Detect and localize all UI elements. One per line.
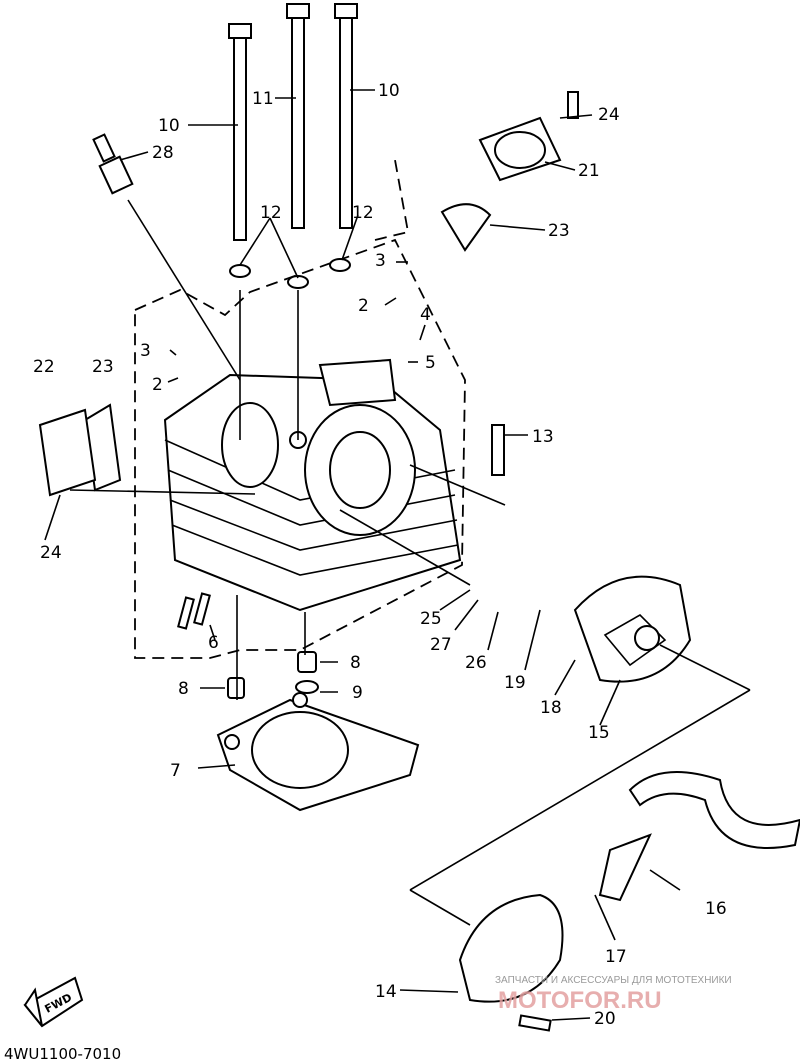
callout-4: 4 bbox=[420, 305, 431, 325]
callout-14: 14 bbox=[375, 982, 397, 1002]
side-cover bbox=[573, 575, 692, 683]
callout-23: 23 bbox=[548, 221, 570, 241]
callout-12: 12 bbox=[352, 203, 374, 223]
bolt-13 bbox=[491, 424, 505, 476]
callout-10: 10 bbox=[378, 81, 400, 101]
callout-18: 18 bbox=[540, 698, 562, 718]
watermark-line2: MOTOFOR.RU bbox=[498, 987, 662, 1014]
callout-10: 10 bbox=[158, 116, 180, 136]
callout-19: 19 bbox=[504, 673, 526, 693]
callout-8: 8 bbox=[350, 653, 361, 673]
callout-16: 16 bbox=[705, 899, 727, 919]
callout-9: 9 bbox=[352, 683, 363, 703]
callout-3: 3 bbox=[375, 251, 386, 271]
callout-22: 22 bbox=[33, 357, 55, 377]
head-gasket bbox=[216, 692, 420, 812]
callout-24: 24 bbox=[40, 543, 62, 563]
callout-2: 2 bbox=[152, 375, 163, 395]
callout-20: 20 bbox=[594, 1009, 616, 1029]
callout-27: 27 bbox=[430, 635, 452, 655]
spark-plug bbox=[92, 133, 134, 195]
callout-2: 2 bbox=[358, 296, 369, 316]
callout-12: 12 bbox=[260, 203, 282, 223]
callout-24: 24 bbox=[598, 105, 620, 125]
callout-11: 11 bbox=[252, 89, 274, 109]
left-cover bbox=[38, 403, 122, 497]
hose bbox=[598, 771, 800, 902]
assembly-outline-inner bbox=[374, 159, 410, 241]
watermark-line1: ЗАПЧАСТИ И АКСЕССУАРЫ ДЛЯ МОТОТЕХНИКИ bbox=[495, 975, 732, 986]
leader-lines bbox=[69, 199, 751, 926]
studs bbox=[177, 592, 211, 630]
callout-labels: 10 11 10 28 12 12 24 21 23 3 2 4 5 3 2 2… bbox=[33, 81, 727, 1029]
cylinder-head bbox=[163, 358, 462, 612]
diagram-code: 4WU1100-7010 bbox=[4, 1045, 121, 1063]
callout-5: 5 bbox=[425, 353, 436, 373]
intake-manifold bbox=[440, 91, 579, 252]
callout-leaders bbox=[44, 89, 681, 1021]
callout-28: 28 bbox=[152, 143, 174, 163]
callout-8: 8 bbox=[178, 679, 189, 699]
head-bolts bbox=[228, 3, 358, 241]
callout-15: 15 bbox=[588, 723, 610, 743]
washers bbox=[229, 258, 351, 289]
bottom-cover bbox=[458, 893, 564, 1032]
callout-17: 17 bbox=[605, 947, 627, 967]
callout-13: 13 bbox=[532, 427, 554, 447]
callout-25: 25 bbox=[420, 609, 442, 629]
callout-21: 21 bbox=[578, 161, 600, 181]
callout-7: 7 bbox=[170, 761, 181, 781]
callout-3: 3 bbox=[140, 341, 151, 361]
callout-26: 26 bbox=[465, 653, 487, 673]
callout-23: 23 bbox=[92, 357, 114, 377]
callout-6: 6 bbox=[208, 633, 219, 653]
dowels bbox=[227, 651, 319, 699]
assembly-outline bbox=[134, 238, 466, 659]
fwd-arrow-icon: FWD bbox=[23, 976, 84, 1028]
